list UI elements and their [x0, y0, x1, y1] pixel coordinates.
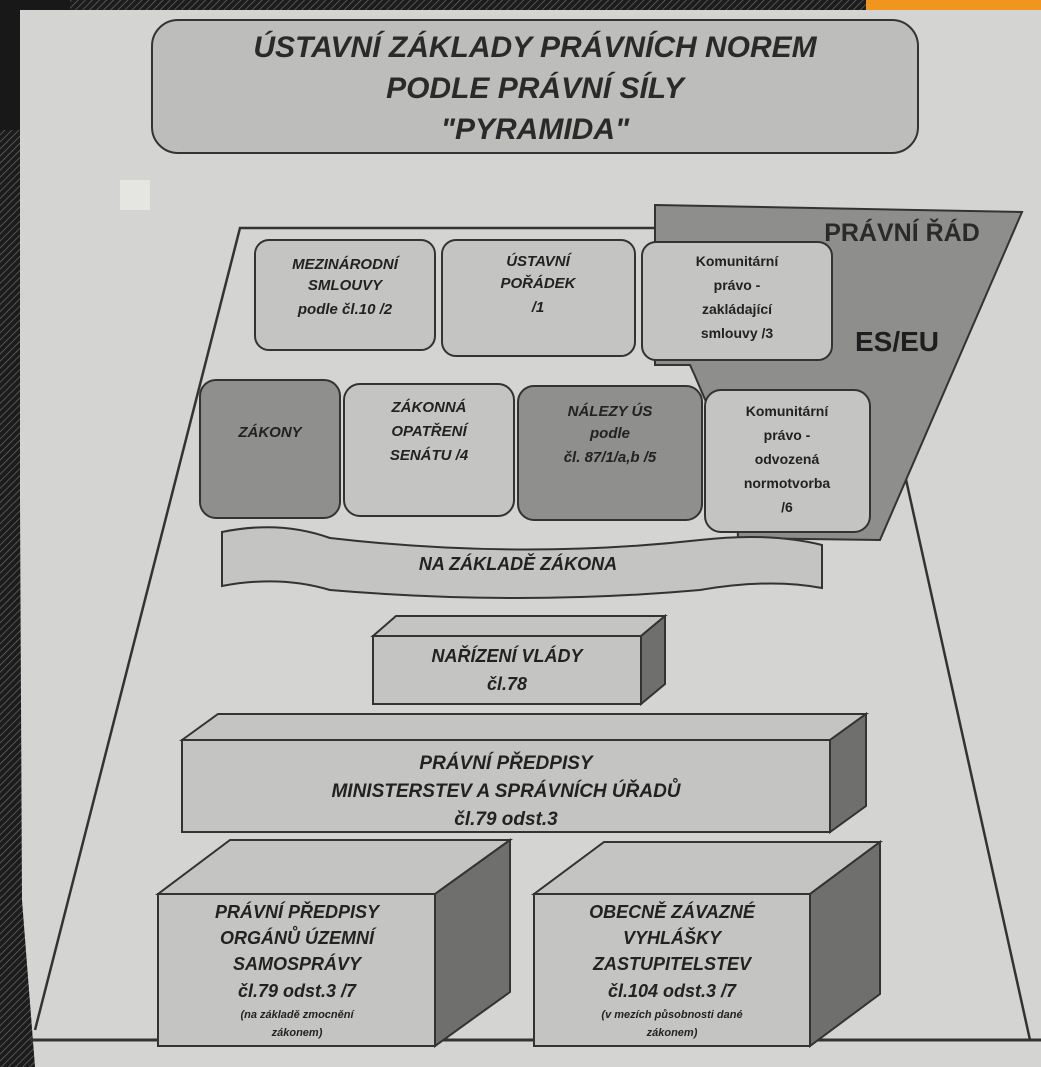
ministerstva-box-front: [181, 739, 831, 833]
pravni-rad-label: PRÁVNÍ ŘÁD: [824, 217, 980, 247]
komunitarni2-line-3: odvozená: [755, 451, 820, 467]
komunitarni2-line-4: normotvorba: [744, 475, 831, 491]
orange-accent-bar: [866, 0, 1041, 10]
title-line-2: PODLE PRÁVNÍ SÍLY: [386, 71, 687, 105]
vyhlasky-line-3: ZASTUPITELSTEV: [592, 954, 753, 974]
vyhlasky-note-1: (v mezích působnosti dané: [601, 1009, 742, 1021]
samosprava-note-1: (na základě zmocnění: [240, 1009, 355, 1021]
box-mezinarodni-smlouvy: [254, 239, 436, 351]
mezinarodni-line-2: SMLOUVY: [308, 277, 384, 294]
samosprava-line-2: ORGÁNŮ ÚZEMNÍ: [220, 926, 377, 948]
box-komunitarni-zakladajici: [641, 241, 833, 361]
vyhlasky-note-2: zákonem): [646, 1027, 698, 1039]
komunitarni1-line-2: právo -: [714, 277, 761, 293]
faded-bullet: [120, 180, 150, 210]
ministerstva-line-3: čl.79 odst.3: [454, 809, 558, 830]
es-eu-label: ES/EU: [855, 326, 939, 357]
narizeni-box-top: [370, 615, 668, 637]
box-nalezy-us: [517, 385, 703, 521]
narizeni-line-1: NAŘÍZENÍ VLÁDY: [431, 645, 584, 666]
ministerstva-box-top: [178, 713, 870, 741]
nalezy-line-2: podle: [589, 425, 630, 442]
box-ustavni-poradek: [441, 239, 636, 357]
nalezy-line-3: čl. 87/1/a,b /5: [564, 449, 657, 466]
ustavni-line-2: POŘÁDEK: [500, 274, 576, 292]
zakonna-line-1: ZÁKONNÁ: [391, 399, 467, 416]
vyhlasky-line-4: čl.104 odst.3 /7: [608, 981, 737, 1001]
title-line-3: "PYRAMIDA": [441, 113, 630, 146]
box-komunitarni-odvozena: [704, 389, 871, 533]
komunitarni1-line-4: smlouvy /3: [701, 325, 774, 341]
vyhlasky-line-1: OBECNĚ ZÁVAZNÉ: [589, 901, 756, 922]
zakonna-line-3: SENÁTU /4: [390, 447, 469, 464]
komunitarni2-line-2: právo -: [764, 427, 811, 443]
komunitarni1-line-1: Komunitární: [696, 253, 780, 269]
komunitarni2-line-1: Komunitární: [746, 403, 830, 419]
ministerstva-line-1: PRÁVNÍ PŘEDPISY: [419, 752, 594, 774]
ministerstva-line-2: MINISTERSTEV A SPRÁVNÍCH ÚŘADŮ: [331, 779, 681, 802]
vyhlasky-line-2: VYHLÁŠKY: [623, 927, 723, 948]
nalezy-line-1: NÁLEZY ÚS: [568, 402, 653, 420]
ustavni-line-1: ÚSTAVNÍ: [506, 252, 572, 270]
zakonna-line-2: OPATŘENÍ: [391, 422, 469, 440]
banner-label: NA ZÁKLADĚ ZÁKONA: [419, 553, 617, 574]
zakony-label: ZÁKONY: [237, 424, 303, 441]
title-box: [151, 19, 919, 154]
samosprava-line-1: PRÁVNÍ PŘEDPISY: [215, 901, 381, 922]
box-zakonna-opatreni: [343, 383, 515, 517]
ustavni-line-3: /1: [531, 299, 545, 316]
komunitarni1-line-3: zakládající: [702, 301, 773, 317]
narizeni-box-front: [372, 635, 642, 705]
mezinarodni-line-1: MEZINÁRODNÍ: [292, 256, 401, 273]
vyhlasky-box-front: [533, 893, 811, 1047]
samosprava-line-3: SAMOSPRÁVY: [233, 953, 363, 974]
title-line-1: ÚSTAVNÍ ZÁKLADY PRÁVNÍCH NOREM: [253, 30, 817, 64]
narizeni-line-2: čl.78: [487, 674, 527, 694]
samosprava-line-4: čl.79 odst.3 /7: [238, 981, 357, 1001]
komunitarni2-line-5: /6: [781, 499, 793, 515]
samosprava-box-front: [157, 893, 436, 1047]
box-zakony: [199, 379, 341, 519]
samosprava-note-2: zákonem): [271, 1027, 323, 1039]
banner-na-zaklade-zakona: [221, 526, 823, 599]
mezinarodni-line-3: podle čl.10 /2: [297, 301, 393, 318]
